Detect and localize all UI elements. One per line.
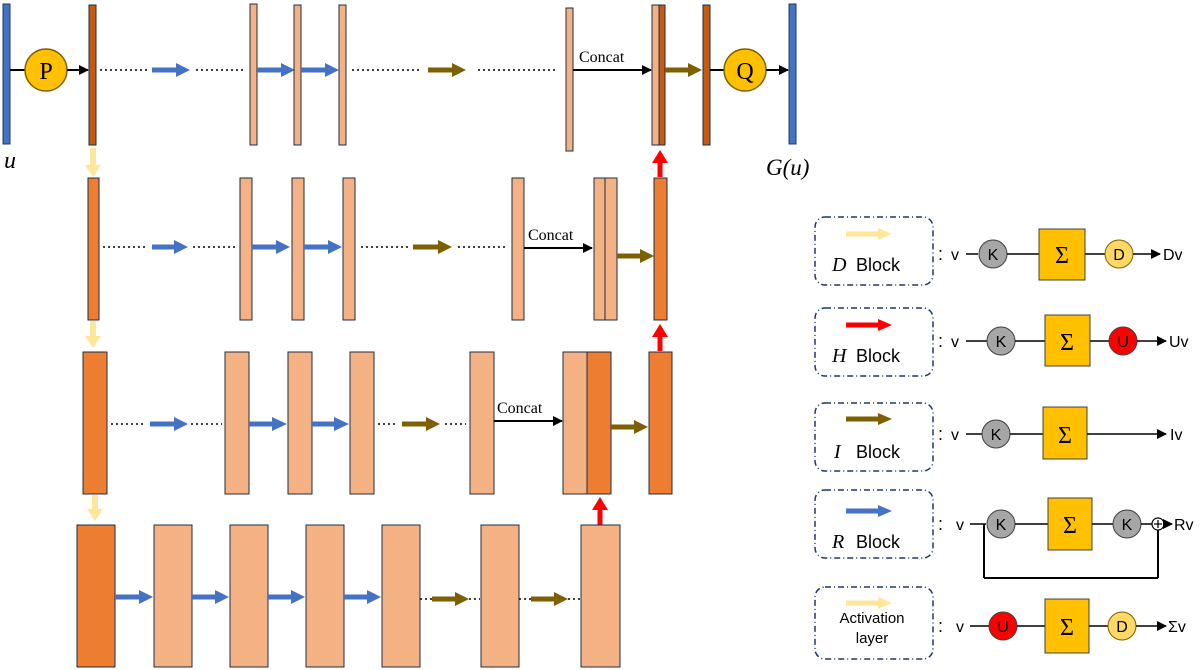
svg-text:K: K bbox=[996, 334, 1007, 351]
svg-text:Block: Block bbox=[856, 532, 901, 552]
concat-label-2: Concat bbox=[528, 227, 574, 244]
lift-node-label: P bbox=[39, 59, 52, 85]
svg-text::: : bbox=[938, 244, 943, 264]
svg-text:Rv: Rv bbox=[1174, 517, 1194, 534]
svg-text:v: v bbox=[956, 517, 964, 534]
svg-text:Uv: Uv bbox=[1169, 334, 1189, 351]
legend-activation-layer: Activation layer : v U Σ D Σv bbox=[814, 586, 1186, 660]
svg-text:I: I bbox=[833, 441, 842, 463]
legend-i-block: I Block : v K Σ Iv bbox=[814, 402, 1182, 472]
output-bar bbox=[788, 3, 797, 145]
d-word: Block bbox=[856, 255, 901, 275]
svg-text:K: K bbox=[991, 427, 1002, 444]
legend-r-block: R Block : v K Σ K Rv bbox=[814, 489, 1194, 579]
svg-text::: : bbox=[938, 424, 943, 444]
svg-text:v: v bbox=[956, 619, 964, 636]
encoder-bar bbox=[88, 4, 97, 146]
svg-text:Block: Block bbox=[856, 442, 901, 462]
svg-text:H: H bbox=[831, 345, 848, 367]
project-node-label: Q bbox=[736, 59, 753, 85]
svg-text:Σ: Σ bbox=[1058, 423, 1072, 449]
legend-d-block: D Block : v K Σ D Dv bbox=[814, 216, 1183, 286]
svg-text:v: v bbox=[951, 247, 959, 264]
svg-text:Σ: Σ bbox=[1060, 615, 1074, 641]
svg-text:layer: layer bbox=[856, 630, 889, 647]
output-label: G(u) bbox=[766, 155, 809, 180]
svg-text:K: K bbox=[996, 517, 1007, 534]
svg-text:D: D bbox=[1113, 247, 1125, 264]
svg-text:K: K bbox=[1122, 517, 1133, 534]
svg-text:v: v bbox=[951, 334, 959, 351]
svg-text:Activation: Activation bbox=[839, 610, 904, 627]
row-2: Concat bbox=[87, 177, 668, 321]
svg-text:Σv: Σv bbox=[1168, 619, 1186, 636]
svg-text:Σ: Σ bbox=[1055, 243, 1069, 269]
row-3: Concat bbox=[82, 351, 673, 495]
svg-text:R: R bbox=[831, 531, 844, 553]
svg-text::: : bbox=[938, 514, 943, 534]
svg-text:Block: Block bbox=[856, 346, 901, 366]
input-bar bbox=[2, 3, 11, 145]
svg-text::: : bbox=[938, 616, 943, 636]
concat-label-1: Concat bbox=[579, 49, 625, 66]
svg-text:Σ: Σ bbox=[1063, 513, 1077, 539]
svg-text:Dv: Dv bbox=[1163, 247, 1183, 264]
d-letter: D bbox=[831, 254, 847, 276]
svg-text:D: D bbox=[1116, 619, 1128, 636]
concat-label-3: Concat bbox=[497, 400, 543, 417]
svg-text:Iv: Iv bbox=[1170, 427, 1182, 444]
legend-h-block: H Block : v K Σ U Uv bbox=[814, 307, 1189, 377]
row-1: P Concat Q u G(u) bbox=[2, 3, 809, 180]
svg-text::: : bbox=[938, 331, 943, 351]
svg-text:v: v bbox=[951, 427, 959, 444]
svg-text:U: U bbox=[997, 619, 1009, 636]
svg-text:Σ: Σ bbox=[1060, 330, 1074, 356]
svg-text:U: U bbox=[1117, 334, 1129, 351]
svg-text:K: K bbox=[988, 247, 999, 264]
input-label: u bbox=[4, 148, 16, 174]
legend: D Block : v K Σ D Dv H Block : v bbox=[814, 216, 1194, 660]
row-4 bbox=[76, 524, 621, 668]
